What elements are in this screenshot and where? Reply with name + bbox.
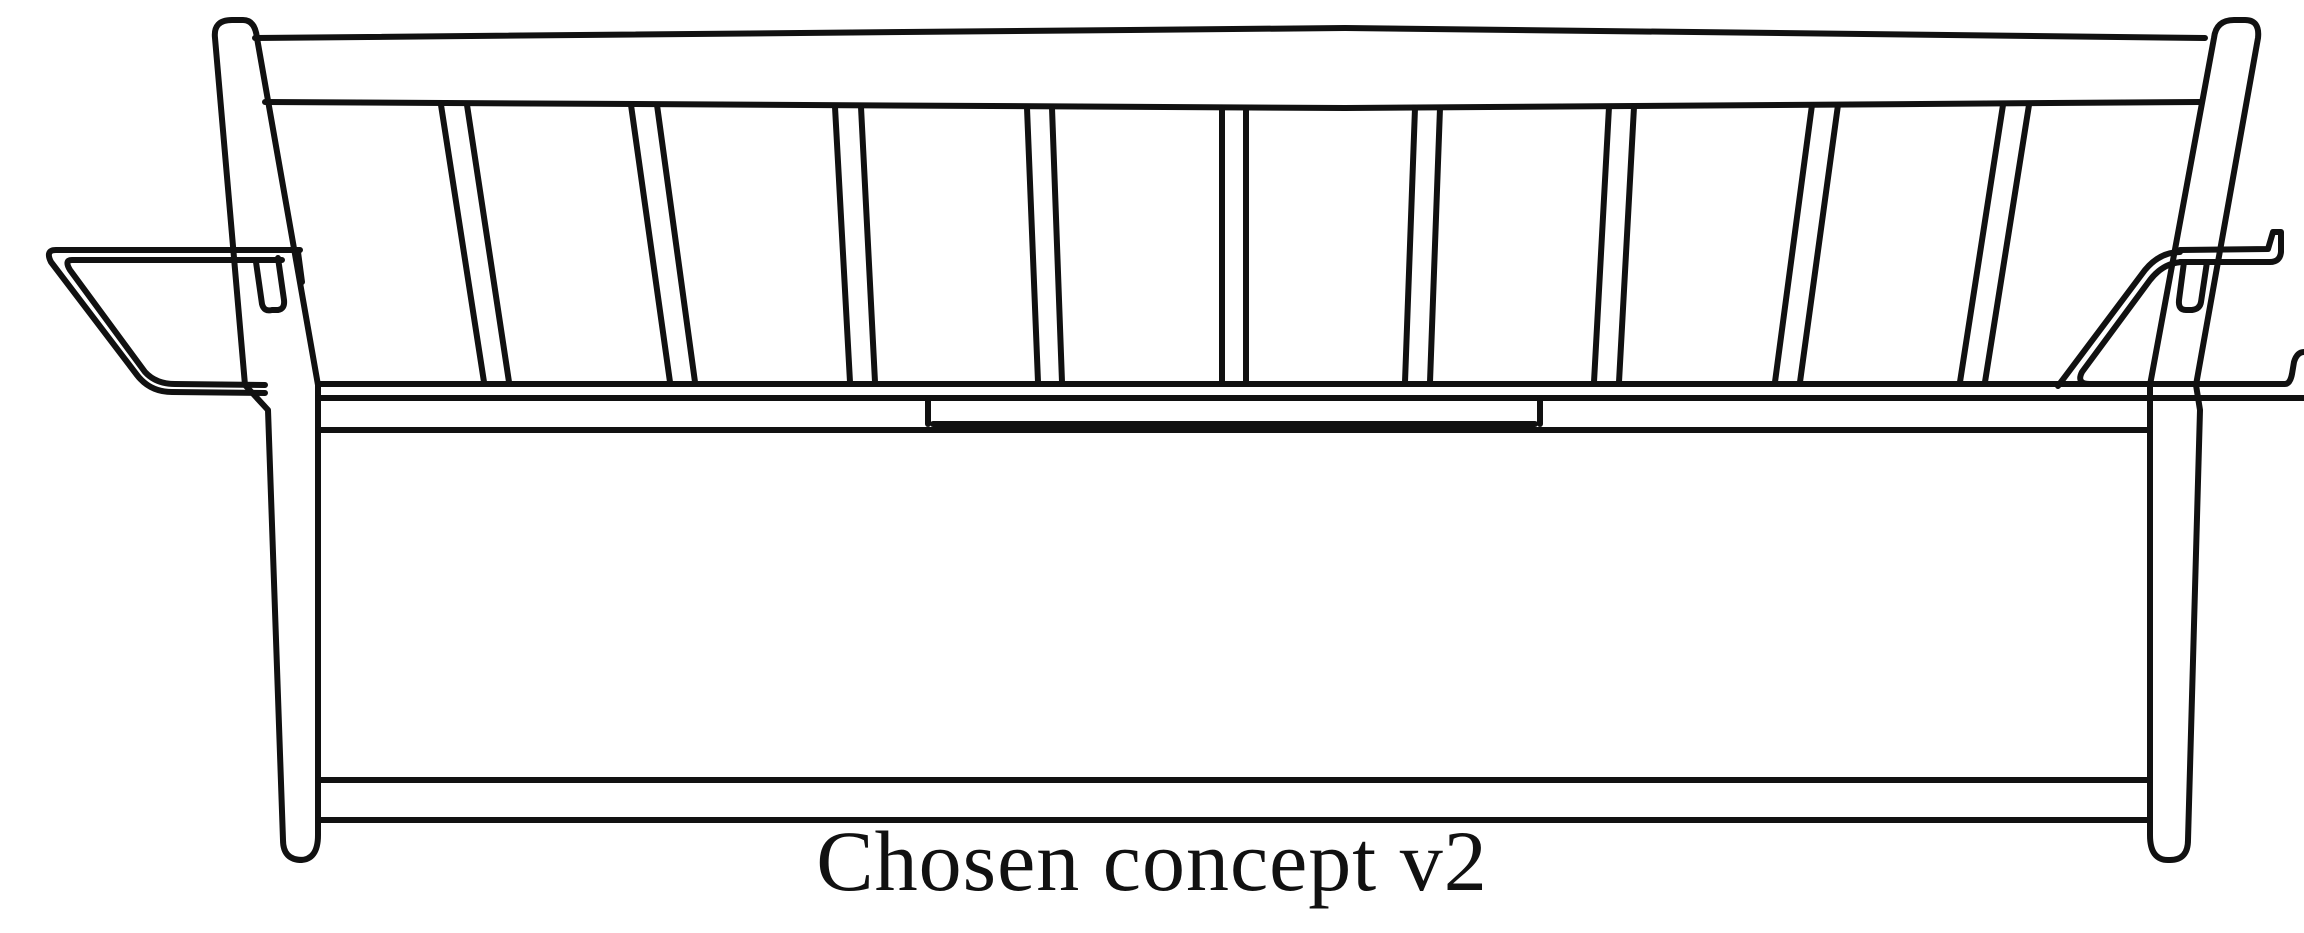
spindles [438, 102, 2032, 385]
right-armrest [2055, 229, 2304, 389]
left-rear-leg [211, 17, 321, 863]
lower-stretcher [315, 777, 2153, 823]
left-armrest [45, 247, 305, 396]
caption: Chosen concept v2 [816, 813, 1488, 909]
right-rear-leg [2147, 17, 2262, 863]
seat-rails [315, 381, 2304, 433]
top-rail [252, 25, 2208, 111]
